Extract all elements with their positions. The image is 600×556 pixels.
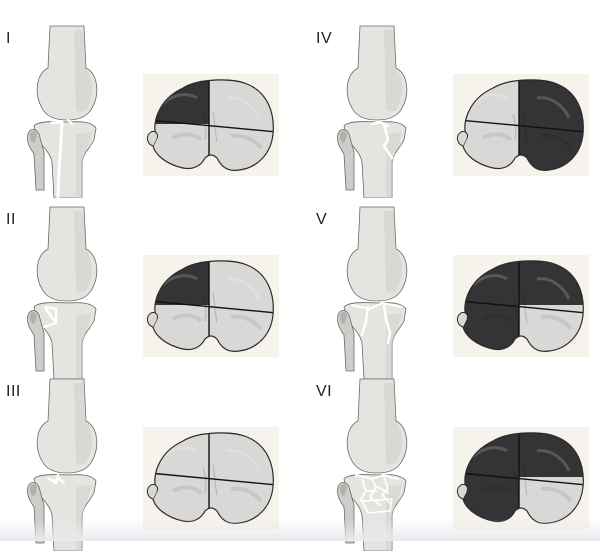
tibial-plateau-quadrant-diagram [143,255,279,357]
tibial-plateau-quadrant-diagram [453,255,589,357]
tibial-plateau-quadrant-diagram [453,427,589,529]
knee-fracture-illustration [22,203,112,380]
knee-fracture-illustration [22,375,112,552]
classification-panel: II [0,203,300,380]
classification-panel: III [0,375,300,552]
classification-panel: V [310,203,600,380]
bottom-fade [0,519,600,541]
tibial-plateau-quadrant-diagram [453,74,589,176]
classification-panel: IV [310,22,600,199]
type-label: II [6,211,16,228]
classification-panel: I [0,22,300,200]
type-label: IV [316,30,333,47]
knee-fracture-illustration [332,22,422,199]
type-label: VI [316,383,333,400]
type-label: I [6,30,11,47]
tibial-plateau-quadrant-diagram [143,74,279,176]
knee-fracture-illustration [22,22,112,200]
tibial-plateau-quadrant-diagram [143,427,279,529]
knee-fracture-illustration [332,203,422,380]
type-label: III [6,383,21,400]
fracture-classification-figure: I [0,22,600,552]
type-label: V [316,211,328,228]
